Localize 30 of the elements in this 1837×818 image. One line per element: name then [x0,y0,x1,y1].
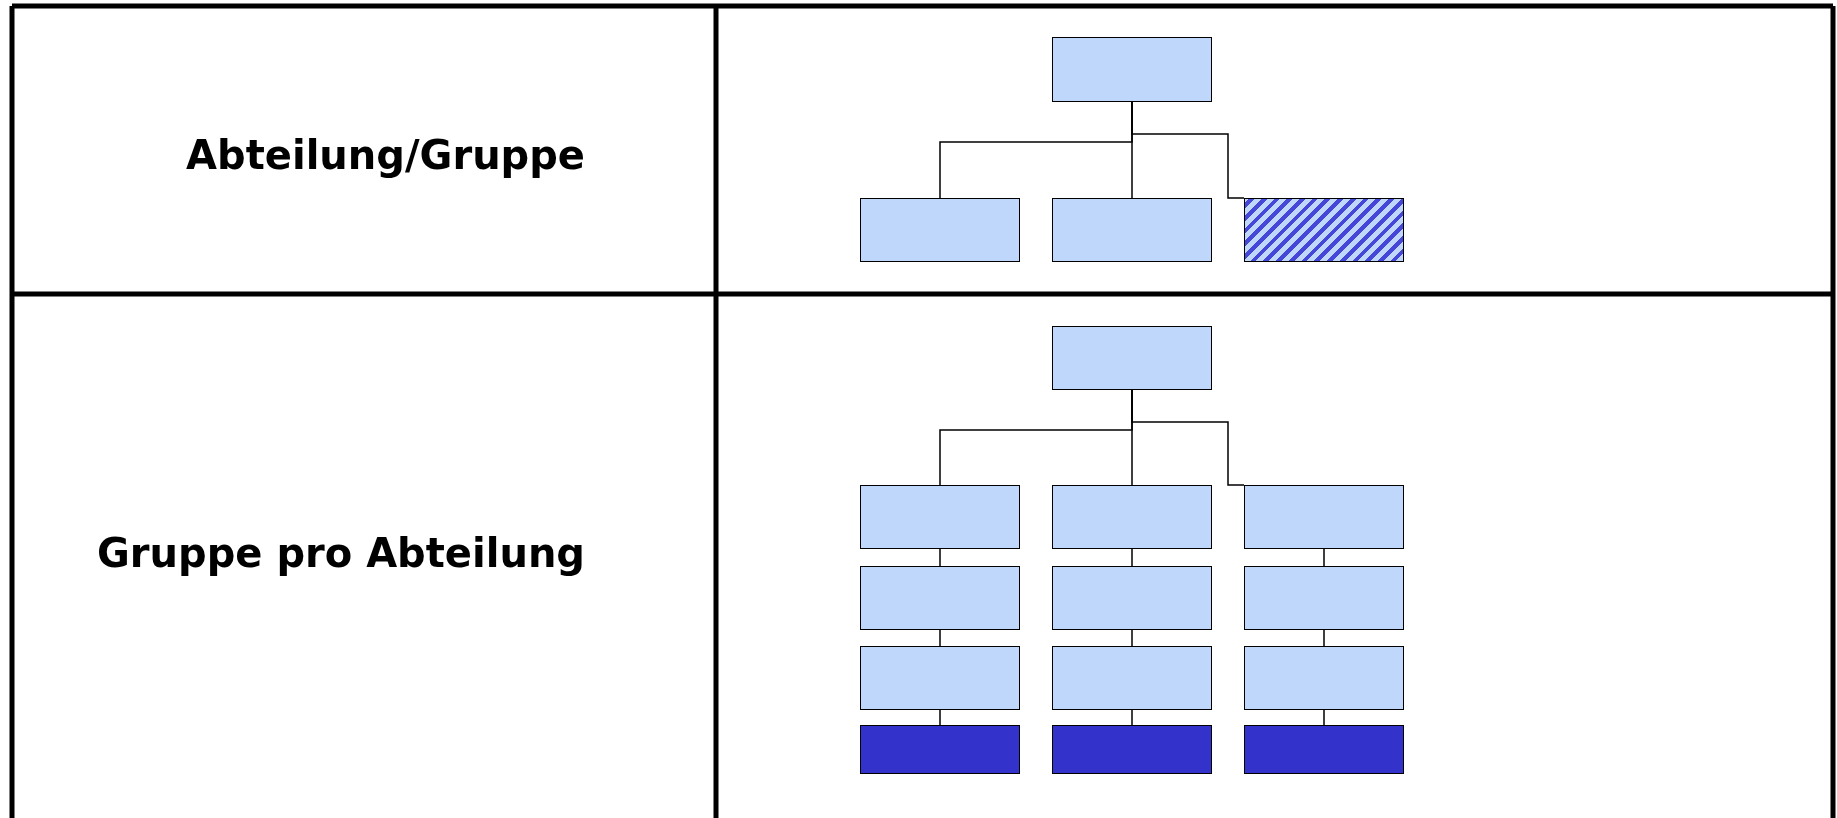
connector-line [1323,629,1325,647]
hatched-box [1244,198,1404,262]
connector-line [1131,709,1133,726]
org-box [1052,566,1212,630]
org-box [860,566,1020,630]
connector-line [939,709,941,726]
org-box [1052,326,1212,390]
org-box [1244,725,1404,774]
org-box [1052,485,1212,549]
connector-line [1131,629,1133,647]
connector-line [939,629,941,647]
org-box [1244,485,1404,549]
org-box [860,198,1020,262]
row-header: Abteilung/Gruppe [186,132,585,178]
org-box [1244,646,1404,710]
connector-line [1131,101,1245,199]
org-box [860,485,1020,549]
org-box [860,725,1020,774]
connector-line [1131,389,1245,486]
connector-line [939,548,941,567]
connector-line [1131,548,1133,567]
org-box [860,646,1020,710]
org-box [1052,646,1212,710]
org-box [1052,37,1212,102]
row-header: Gruppe pro Abteilung [97,530,585,576]
org-box [1052,198,1212,262]
org-box [1052,725,1212,774]
org-box [1244,566,1404,630]
connector-line [1323,548,1325,567]
connector-line [1323,709,1325,726]
